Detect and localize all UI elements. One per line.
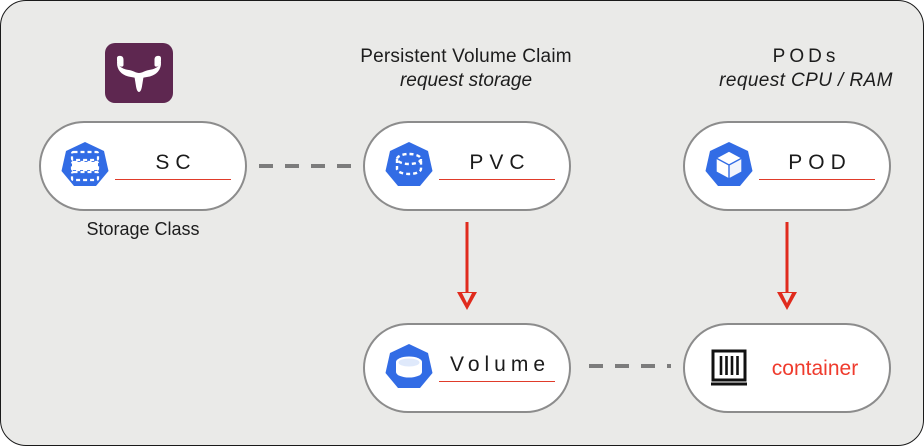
storage-class-icon — [57, 138, 113, 194]
node-pvc-underline — [439, 178, 555, 181]
heading-pod-line1: PODs — [772, 46, 840, 67]
node-storage-class[interactable]: SC — [39, 121, 247, 211]
node-pvc-label: PVC — [469, 150, 531, 174]
node-container-label-wrap: container — [759, 358, 889, 379]
node-pvc-label-wrap: PVC — [439, 152, 569, 181]
pvc-disk-icon — [381, 138, 437, 194]
node-pod-label: POD — [788, 150, 852, 174]
node-container[interactable]: container — [683, 323, 891, 413]
longhorn-logo — [105, 43, 173, 103]
node-storage-class-label: SC — [155, 150, 197, 174]
arrow-pod-to-container — [772, 222, 802, 312]
heading-pvc-line1: Persistent Volume Claim — [360, 46, 572, 67]
node-storage-class-label-wrap: SC — [115, 152, 245, 181]
heading-pod-line2: request CPU / RAM — [719, 69, 893, 91]
volume-cylinder-icon — [381, 340, 437, 396]
arrow-pvc-to-volume — [452, 222, 482, 312]
node-pvc[interactable]: PVC — [363, 121, 571, 211]
node-pod-underline — [759, 178, 875, 181]
node-storage-class-underline — [115, 178, 231, 181]
node-container-label: container — [771, 356, 859, 380]
caption-storage-class: Storage Class — [86, 219, 200, 239]
heading-pvc: Persistent Volume Claim request storage — [281, 45, 651, 93]
node-volume-label-wrap: Volume — [439, 354, 569, 383]
node-pod[interactable]: POD — [683, 121, 891, 211]
heading-pod: PODs request CPU / RAM — [621, 45, 923, 93]
node-volume-label: Volume — [449, 352, 551, 376]
node-volume[interactable]: Volume — [363, 323, 571, 413]
container-box-icon — [701, 340, 757, 396]
connector-volume-to-container — [589, 364, 671, 368]
connector-sc-to-pvc — [259, 164, 353, 168]
heading-pvc-line2: request storage — [399, 69, 533, 91]
node-pod-label-wrap: POD — [759, 152, 889, 181]
pod-cube-icon — [701, 138, 757, 194]
node-volume-underline — [439, 380, 555, 383]
